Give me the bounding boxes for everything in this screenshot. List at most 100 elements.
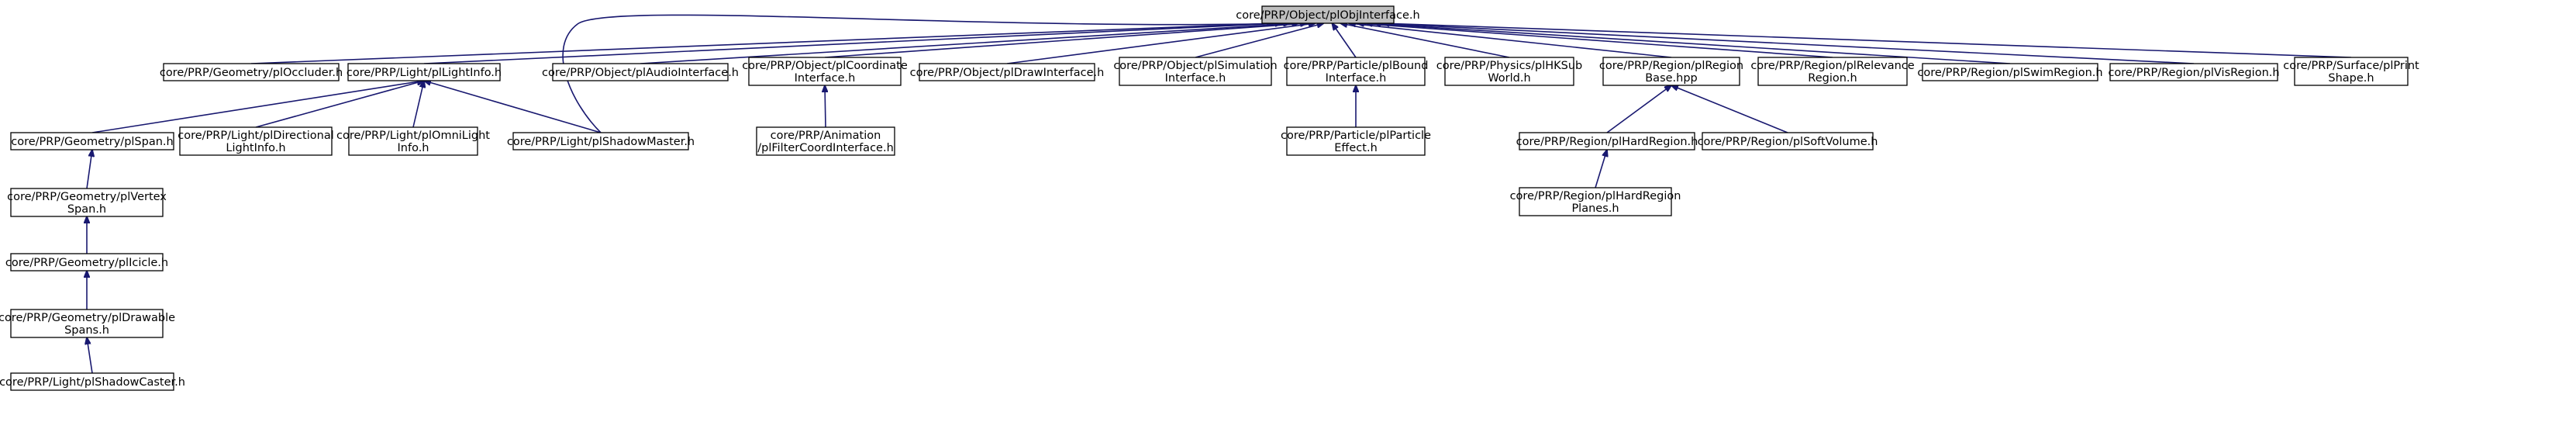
edge-hardregion-to-regionbase (1606, 85, 1671, 133)
node-label: Spans.h (64, 324, 109, 337)
edge-filtercoord-to-coord (825, 85, 826, 128)
edge-lightinfo-to-root (423, 23, 1282, 64)
node-label: core/PRP/Light/plShadowMaster.h (507, 136, 695, 148)
node-label: core/PRP/Region/plRelevance (1750, 60, 1914, 72)
node-label: core/PRP/Region/plHardRegion.h (1516, 136, 1698, 148)
node-label: core/PRP/Surface/plPrint (2283, 60, 2419, 72)
node-box (10, 132, 174, 150)
node-lightinfo[interactable]: core/PRP/Light/plLightInfo.h (347, 63, 502, 81)
node-label: core/PRP/Animation (771, 130, 881, 142)
node-label: Span.h (67, 203, 106, 216)
node-shadowmaster[interactable]: core/PRP/Light/plShadowMaster.h (507, 132, 695, 150)
node-box (1119, 57, 1272, 86)
node-label: core/PRP/Particle/plParticle (1281, 130, 1431, 142)
edge-regionbase-to-root (1349, 23, 1672, 58)
node-label: core/PRP/Object/plObjInterface.h (1236, 9, 1419, 22)
node-label: Interface.h (1165, 72, 1226, 85)
node-label: core/PRP/Physics/plHKSub (1436, 60, 1583, 72)
node-box (1444, 57, 1574, 86)
node-span[interactable]: core/PRP/Geometry/plSpan.h (10, 132, 174, 150)
node-box (1922, 63, 2098, 81)
node-label: core/PRP/Geometry/plDrawable (0, 312, 175, 324)
node-filtercoord[interactable]: core/PRP/Animation/plFilterCoordInterfac… (756, 126, 895, 156)
node-box (2109, 63, 2278, 81)
edge-simulation-to-root (1195, 23, 1324, 58)
node-shadowcaster[interactable]: core/PRP/Light/plShadowCaster.h (0, 372, 185, 391)
node-label: Effect.h (1334, 142, 1378, 154)
node-hardregion[interactable]: core/PRP/Region/plHardRegion.h (1516, 132, 1698, 150)
node-box (748, 57, 902, 86)
edge-relevance-to-root (1357, 23, 1833, 58)
node-softvolume[interactable]: core/PRP/Region/plSoftVolume.h (1698, 132, 1878, 150)
node-root: core/PRP/Object/plObjInterface.h (1236, 5, 1420, 24)
edge-span-to-lightinfo (91, 81, 424, 133)
node-draw[interactable]: core/PRP/Object/plDrawInterface.h (910, 63, 1105, 81)
node-box (1757, 57, 1908, 86)
node-label: core/PRP/Light/plOmniLight (336, 130, 490, 142)
node-box (163, 63, 340, 81)
edge-softvolume-to-regionbase (1671, 85, 1788, 133)
node-label: Base.hpp (1645, 72, 1698, 85)
node-audio[interactable]: core/PRP/Object/plAudioInterface.h (542, 63, 739, 81)
node-label: core/PRP/Region/plSwimRegion.h (1917, 67, 2102, 79)
node-swim[interactable]: core/PRP/Region/plSwimRegion.h (1917, 63, 2103, 81)
node-box (179, 126, 333, 156)
node-label: core/PRP/Region/plRegion (1599, 60, 1743, 72)
node-box (347, 63, 501, 81)
node-label: core/PRP/Object/plCoordinate (742, 60, 908, 72)
node-label: core/PRP/Geometry/plSpan.h (11, 136, 173, 148)
node-box (2294, 57, 2409, 86)
node-label: core/PRP/Object/plDrawInterface.h (910, 67, 1105, 79)
node-box (1261, 5, 1395, 24)
edges-layer (87, 14, 2352, 374)
node-label: core/PRP/Region/plVisRegion.h (2108, 67, 2279, 79)
node-label: Region.h (1808, 72, 1857, 85)
node-label: /plFilterCoordInterface.h (757, 142, 894, 154)
edge-directional-to-lightinfo (255, 81, 424, 128)
edge-shadowcaster-to-drawablespans (87, 337, 93, 374)
node-label: Interface.h (1326, 72, 1387, 85)
edge-bound-to-root (1332, 23, 1357, 58)
node-icicle[interactable]: core/PRP/Geometry/plIcicle.h (5, 253, 168, 272)
node-box (1702, 132, 1874, 150)
edge-swim-to-root (1365, 23, 2011, 64)
node-vis[interactable]: core/PRP/Region/plVisRegion.h (2108, 63, 2280, 81)
node-box (1519, 187, 1672, 216)
edge-audio-to-root (640, 23, 1298, 64)
node-label: Info.h (398, 142, 429, 154)
node-box (1519, 132, 1695, 150)
node-label: core/PRP/Object/plSimulation (1113, 60, 1277, 72)
edge-occluder-to-root (250, 23, 1274, 64)
edge-omni-to-lightinfo (412, 81, 424, 128)
node-label: core/PRP/Object/plAudioInterface.h (542, 67, 739, 79)
node-label: Shape.h (2328, 72, 2374, 85)
node-label: core/PRP/Particle/plBound (1284, 60, 1429, 72)
node-label: core/PRP/Geometry/plVertex (7, 191, 167, 203)
nodes-layer: core/PRP/Object/plObjInterface.h core/PRP… (0, 5, 2419, 391)
node-occluder[interactable]: core/PRP/Geometry/plOccluder.h (160, 63, 343, 81)
edge-printshape-to-root (1382, 23, 2352, 58)
node-box (756, 126, 895, 156)
node-box (919, 63, 1095, 81)
node-label: Planes.h (1571, 202, 1619, 215)
edge-coord-to-root (824, 23, 1307, 58)
node-label: core/PRP/Geometry/plIcicle.h (5, 257, 168, 269)
node-box (1286, 126, 1426, 156)
node-box (512, 132, 689, 150)
node-label: core/PRP/Geometry/plOccluder.h (160, 67, 343, 79)
edge-hksub-to-root (1340, 23, 1510, 58)
